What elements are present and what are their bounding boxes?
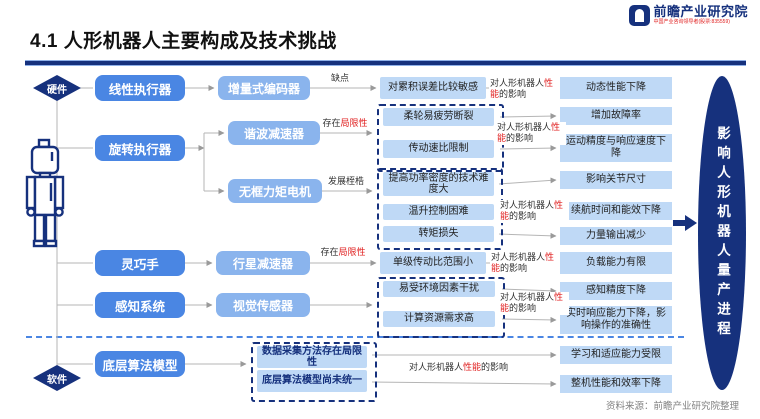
robot-icon <box>25 138 65 248</box>
source-note: 资料来源：前瞻产业研究院整理 <box>606 401 740 412</box>
mass-production-impact-arrow <box>673 215 697 231</box>
outcome-learning-adaptation: 学习和适应能力受限 <box>560 346 672 364</box>
impact-label-hand: 对人形机器人性能的影响 <box>490 252 560 275</box>
hardware-software-divider <box>26 336 684 338</box>
impact-label-harmonic: 对人形机器人性能的影响 <box>496 122 566 145</box>
outcome-motion-precision: 运动精度与响应速度下降 <box>560 134 672 162</box>
impact-label-perception: 对人形机器人性能的影响 <box>499 292 569 315</box>
problem-data-collection-limit: 数据采集方法存在局限性 <box>257 346 367 368</box>
software-problem-group <box>251 342 377 402</box>
outcome-failure-rate: 增加故障率 <box>560 107 672 125</box>
component-planetary-reducer: 行星减速器 <box>216 251 310 275</box>
outcome-perception-accuracy: 感知精度下降 <box>560 282 672 300</box>
outcome-load-capacity: 负载能力有限 <box>560 252 672 274</box>
component-frameless-torque-motor: 无框力矩电机 <box>228 179 322 203</box>
problem-transmission-ratio-limit: 传动速比限制 <box>383 140 494 158</box>
software-label: 软件 <box>47 374 67 386</box>
category-perception-system: 感知系统 <box>95 292 185 318</box>
impact-label-software: 对人形机器人性能的影响 <box>408 362 510 374</box>
edge-label-harmonic-limitation: 存在局限性 <box>322 118 368 128</box>
qianzhan-logo: 前瞻产业研究院 中国产业咨询领导者(股票:835559) <box>629 5 748 26</box>
edge-label-development-shackle: 发展桎梏 <box>327 176 364 186</box>
problem-environment-interference: 易受环境因素干扰 <box>383 281 495 297</box>
component-incremental-encoder: 增量式编码器 <box>218 76 310 100</box>
page-title: 4.1 人形机器人主要构成及技术挑战 <box>30 31 337 52</box>
logo-tagline: 中国产业咨询领导者(股票:835559) <box>653 19 730 25</box>
outcome-overall-performance: 整机性能和效率下降 <box>560 375 672 393</box>
outcome-realtime-response: 实时响应能力下降，影响操作的准确性 <box>560 306 672 334</box>
edge-label-defect: 缺点 <box>330 73 349 83</box>
problem-single-stage-ratio: 单级传动比范围小 <box>380 252 486 274</box>
qianzhan-logo-icon <box>629 5 651 26</box>
outcome-power-output: 力量输出减少 <box>560 227 672 245</box>
logo-name: 前瞻产业研究院 <box>653 4 748 19</box>
category-dexterous-hand: 灵巧手 <box>95 250 185 276</box>
problem-temperature-control: 温升控制困难 <box>383 204 494 220</box>
category-base-algorithm-model: 底层算法模型 <box>95 351 185 377</box>
problem-torque-loss: 转矩损失 <box>383 226 494 242</box>
edge-label-planetary-limitation: 存在局限性 <box>320 247 366 257</box>
outcome-joint-size: 影响关节尺寸 <box>560 171 672 189</box>
component-harmonic-reducer: 谐波减速器 <box>228 121 320 145</box>
component-vision-sensor: 视觉传感器 <box>216 293 310 317</box>
category-linear-actuator: 线性执行器 <box>95 75 185 101</box>
category-rotary-actuator: 旋转执行器 <box>95 135 185 161</box>
problem-flexspline-fatigue: 柔轮易疲劳断裂 <box>383 108 494 126</box>
outcome-dynamic-performance: 动态性能下降 <box>560 77 672 99</box>
hardware-label: 硬件 <box>47 84 67 96</box>
title-divider <box>25 60 746 66</box>
problem-cumulative-error: 对累积误差比较敏感 <box>380 77 486 99</box>
problem-power-density-difficulty: 提高功率密度的技术难度大 <box>383 172 494 196</box>
result-pill: 影响人形机器人量产进程 <box>698 76 746 390</box>
problem-algorithm-not-unified: 底层算法模型尚未统一 <box>257 370 367 392</box>
outcome-endurance-efficiency: 续航时间和能效下降 <box>560 202 672 220</box>
impact-label-frameless: 对人形机器人性能的影响 <box>499 200 569 223</box>
result-pill-text: 影响人形机器人量产进程 <box>715 125 730 341</box>
problem-compute-demand: 计算资源需求高 <box>383 311 495 327</box>
impact-label-linear: 对人形机器人性能的影响 <box>489 78 559 101</box>
